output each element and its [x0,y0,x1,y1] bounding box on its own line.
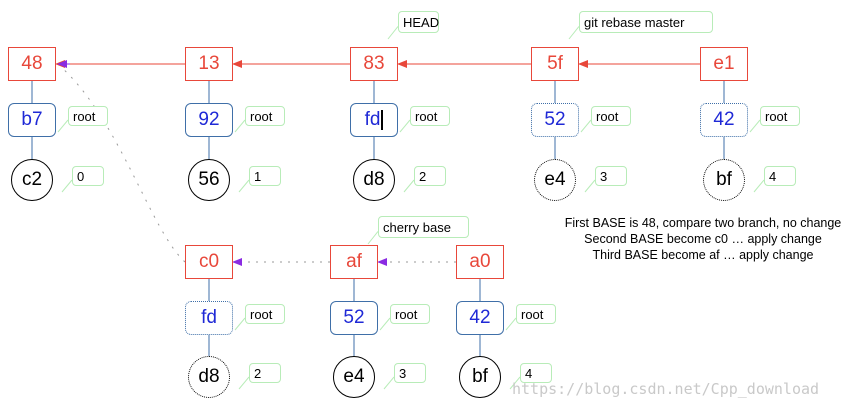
commit-label-callout: HEAD [398,11,439,33]
tree-root-tag: root [760,106,800,126]
callout-pointer [753,179,765,193]
commit-node: 5f [531,47,579,81]
commit-label-callout: git rebase master [579,11,714,33]
note-line-1: First BASE is 48, compare two branch, no… [564,216,842,230]
tree-node: 42 [700,103,748,137]
callout-pointer [383,376,395,390]
blob-node: bf [459,356,501,398]
blob-index-tag: 2 [414,166,446,186]
blob-index-tag: 4 [764,166,796,186]
text-caret [381,110,384,130]
commit-node: c0 [185,245,233,279]
blob-node: d8 [188,356,230,398]
callout-pointer [580,119,592,133]
tree-root-tag: root [516,304,556,324]
tree-node: fd [185,301,233,335]
callout-pointer [57,119,69,133]
callout-pointer [399,119,411,133]
callout-pointer [584,179,596,193]
blob-node: bf [703,159,745,201]
callout-pointer [61,179,73,193]
tree-node: 52 [330,301,378,335]
blob-node: c2 [11,159,53,201]
commit-node: e1 [700,47,748,81]
callout-pointer [749,119,761,133]
blob-node: 56 [188,159,230,201]
rebase-notes: First BASE is 48, compare two branch, no… [546,215,860,263]
callout-pointer [387,26,399,40]
base-link [59,65,186,263]
tree-root-tag: root [245,304,285,324]
tree-node: 92 [185,103,233,137]
callout-pointer [367,231,379,245]
commit-node: 83 [350,47,398,81]
commit-node: 48 [8,47,56,81]
callout-pointer [238,179,250,193]
callout-pointer [234,119,246,133]
commit-node: 13 [185,47,233,81]
note-line-3: Third BASE become af … apply change [592,248,814,262]
blob-index-tag: 1 [249,166,281,186]
tree-node: 52 [531,103,579,137]
commit-label-callout: cherry base [378,216,470,238]
callout-pointer [403,179,415,193]
commit-node: a0 [456,245,504,279]
blob-index-tag: 3 [595,166,627,186]
blob-index-tag: 2 [249,363,281,383]
watermark: https://blog.csdn.net/Cpp_download [512,380,820,398]
commit-node: af [330,245,378,279]
tree-root-tag: root [68,106,108,126]
blob-index-tag: 4 [520,363,552,383]
callout-pointer [568,26,580,40]
blob-index-tag: 0 [72,166,104,186]
tree-root-tag: root [390,304,430,324]
tree-root-tag: root [245,106,285,126]
callout-pointer [379,317,391,331]
note-line-2: Second BASE become c0 … apply change [584,232,822,246]
blob-node: e4 [534,159,576,201]
tree-root-tag: root [591,106,631,126]
callout-pointer [509,376,521,390]
blob-node: e4 [333,356,375,398]
callout-pointer [234,317,246,331]
callout-pointer [238,376,250,390]
tree-node: b7 [8,103,56,137]
blob-node: d8 [353,159,395,201]
callout-pointer [505,317,517,331]
tree-node: fd [350,103,398,137]
blob-index-tag: 3 [394,363,426,383]
tree-root-tag: root [410,106,450,126]
tree-node: 42 [456,301,504,335]
